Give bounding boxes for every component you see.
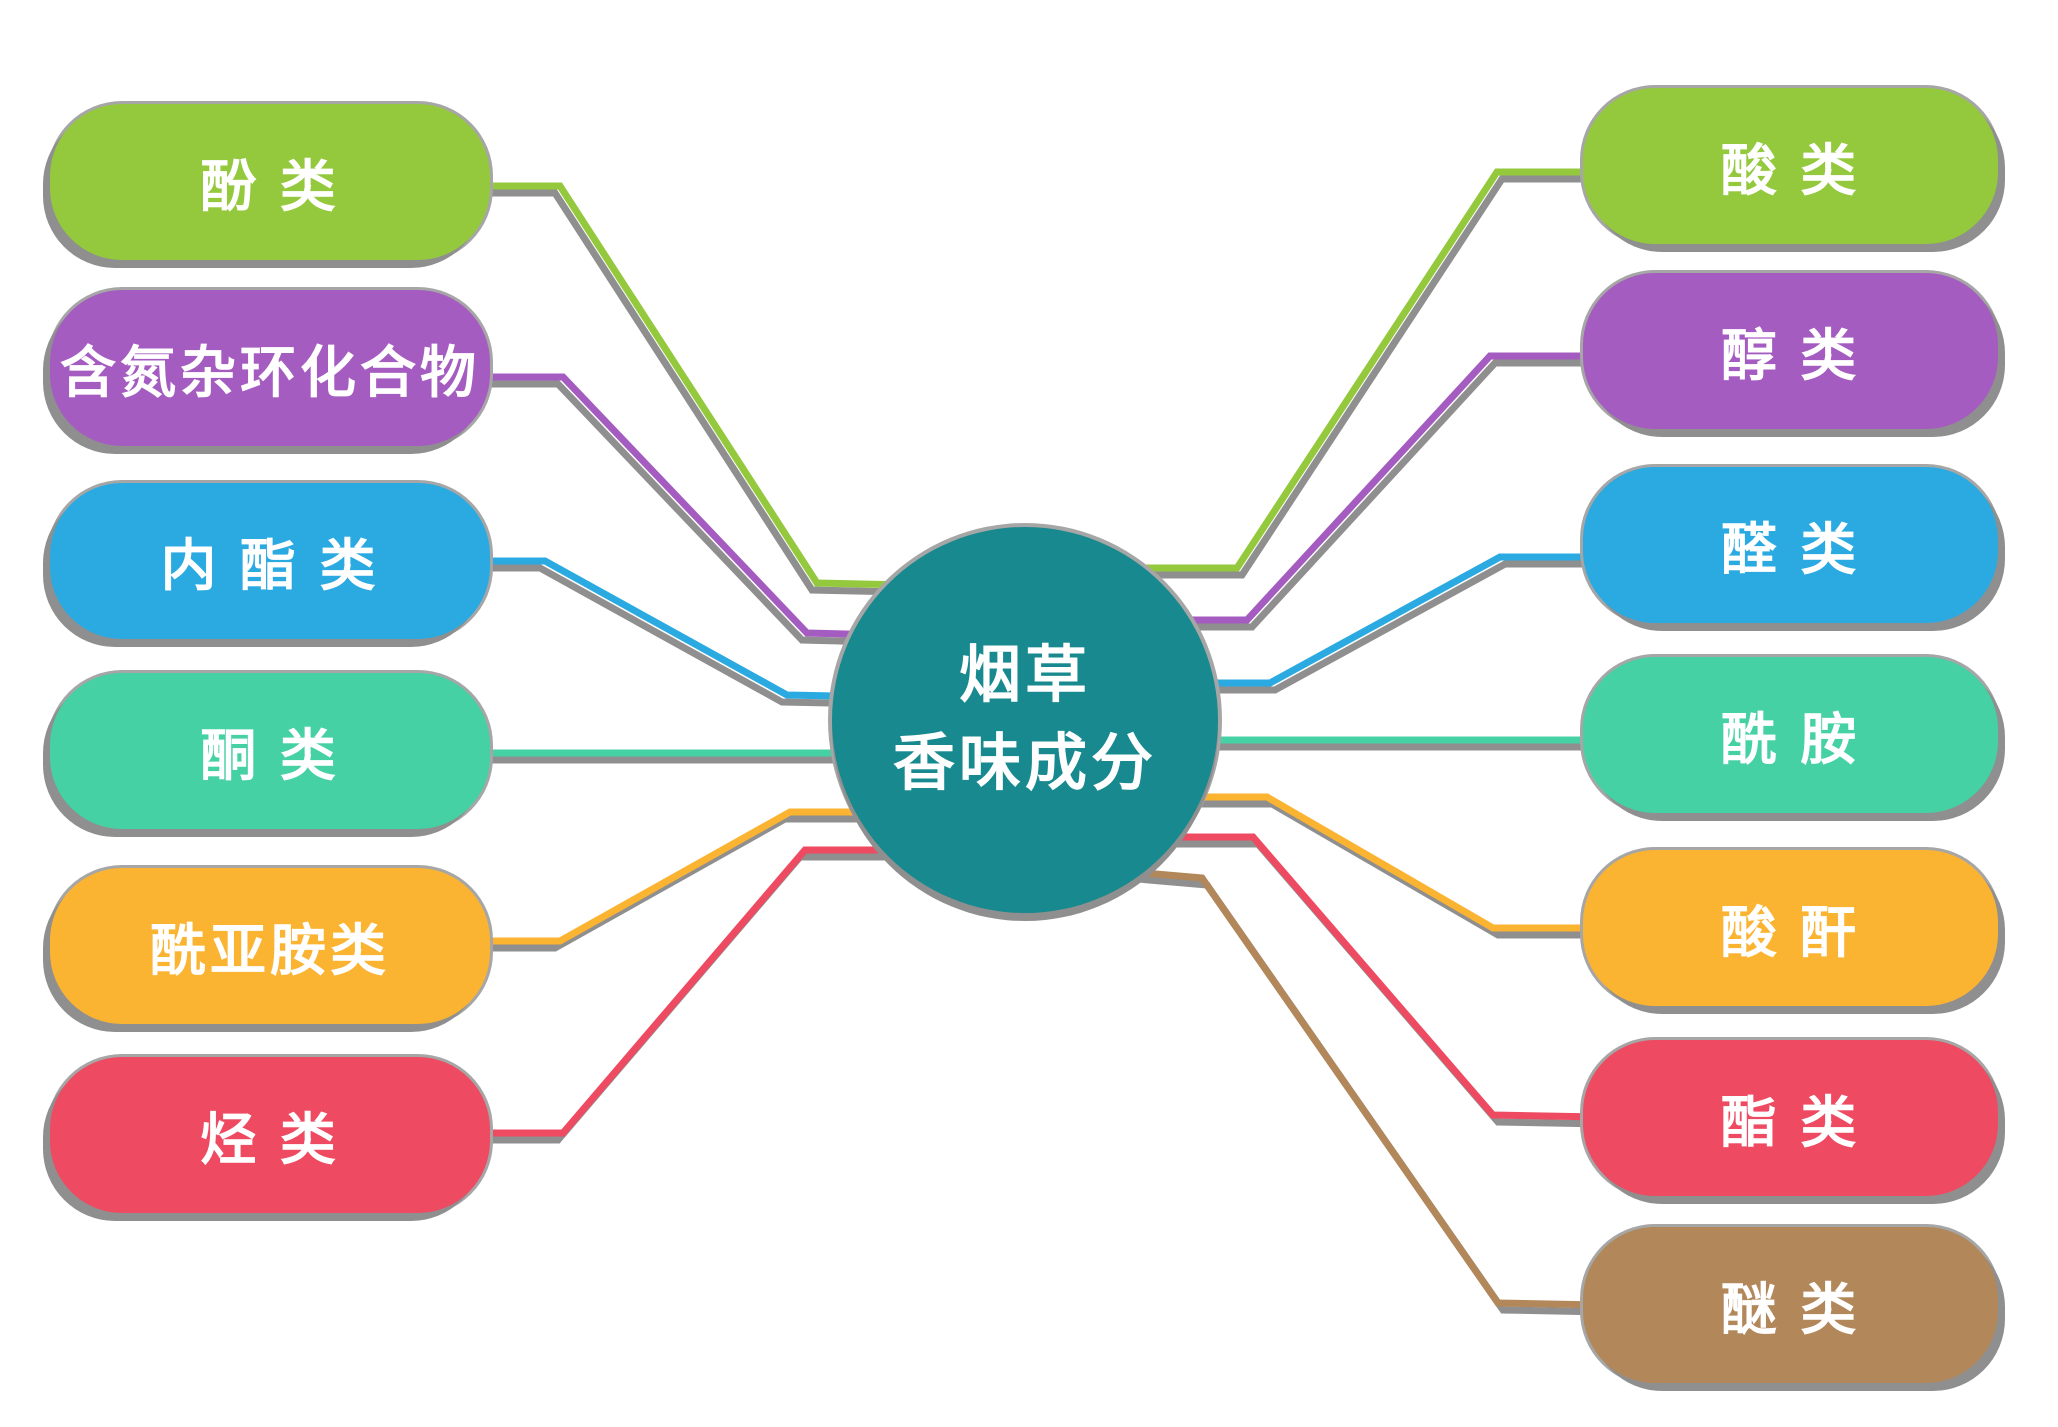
center-node-line1: 烟草 [958,640,1091,710]
node-heterocycles-label: 含氮杂环化合物 [60,340,480,404]
connector-anhydrides-shadow [1150,800,1605,939]
node-aldehydes-label: 醛 类 [1720,517,1861,581]
node-hydrocarbons-label: 烃 类 [200,1107,340,1171]
connector-acids-shadow [1130,175,1605,579]
node-ethers: 醚 类 [1583,1227,1998,1383]
connector-esters-shadow [1145,840,1606,1128]
node-aldehydes: 醛 类 [1583,467,1998,623]
node-alcohols-label: 醇 类 [1720,323,1861,387]
connector-ethers [1109,866,1601,1309]
node-anhydrides: 酸 酐 [1583,850,1998,1006]
node-imides: 酰亚胺类 [50,868,490,1024]
node-anhydrides-label: 酸 酐 [1720,900,1861,964]
connector-imides-shadow [465,815,900,952]
node-ketones-label: 酮 类 [200,723,340,787]
connector-phenols [470,182,906,589]
node-lactones-label: 内 酯 类 [160,533,380,597]
node-ketones: 酮 类 [50,673,490,829]
node-phenols: 酚 类 [50,104,490,260]
connector-heterocycles-shadow [465,380,881,646]
connector-alcohols-shadow [1150,359,1605,631]
node-alcohols: 醇 类 [1583,273,1998,429]
connector-hydrocarbons-shadow [465,853,910,1144]
node-amides-label: 酰 胺 [1720,707,1861,771]
node-acids-label: 酸 类 [1720,138,1861,202]
node-acids: 酸 类 [1583,88,1998,244]
node-lactones: 内 酯 类 [50,483,490,639]
connector-phenols-shadow [465,189,901,596]
connector-alcohols [1145,352,1600,624]
node-hydrocarbons: 烃 类 [50,1057,490,1213]
connector-heterocycles [470,373,886,639]
center-node-line2: 香味成分 [892,729,1157,798]
connector-ethers-shadow [1114,873,1606,1316]
node-esters: 酯 类 [1583,1040,1998,1196]
connector-imides [470,808,905,945]
connector-esters [1140,833,1601,1121]
connector-hydrocarbons [470,846,915,1137]
center-node-tobacco-aroma: 烟草 香味成分 [832,527,1218,913]
node-amides: 酰 胺 [1583,657,1998,813]
node-heterocycles: 含氮杂环化合物 [50,290,490,446]
node-ethers-label: 醚 类 [1720,1277,1861,1341]
connector-acids [1125,168,1600,572]
node-esters-label: 酯 类 [1720,1090,1861,1154]
node-phenols-label: 酚 类 [200,154,340,218]
connector-lactones-shadow [465,564,881,708]
connector-anhydrides [1145,793,1600,932]
node-imides-label: 酰亚胺类 [150,918,390,982]
